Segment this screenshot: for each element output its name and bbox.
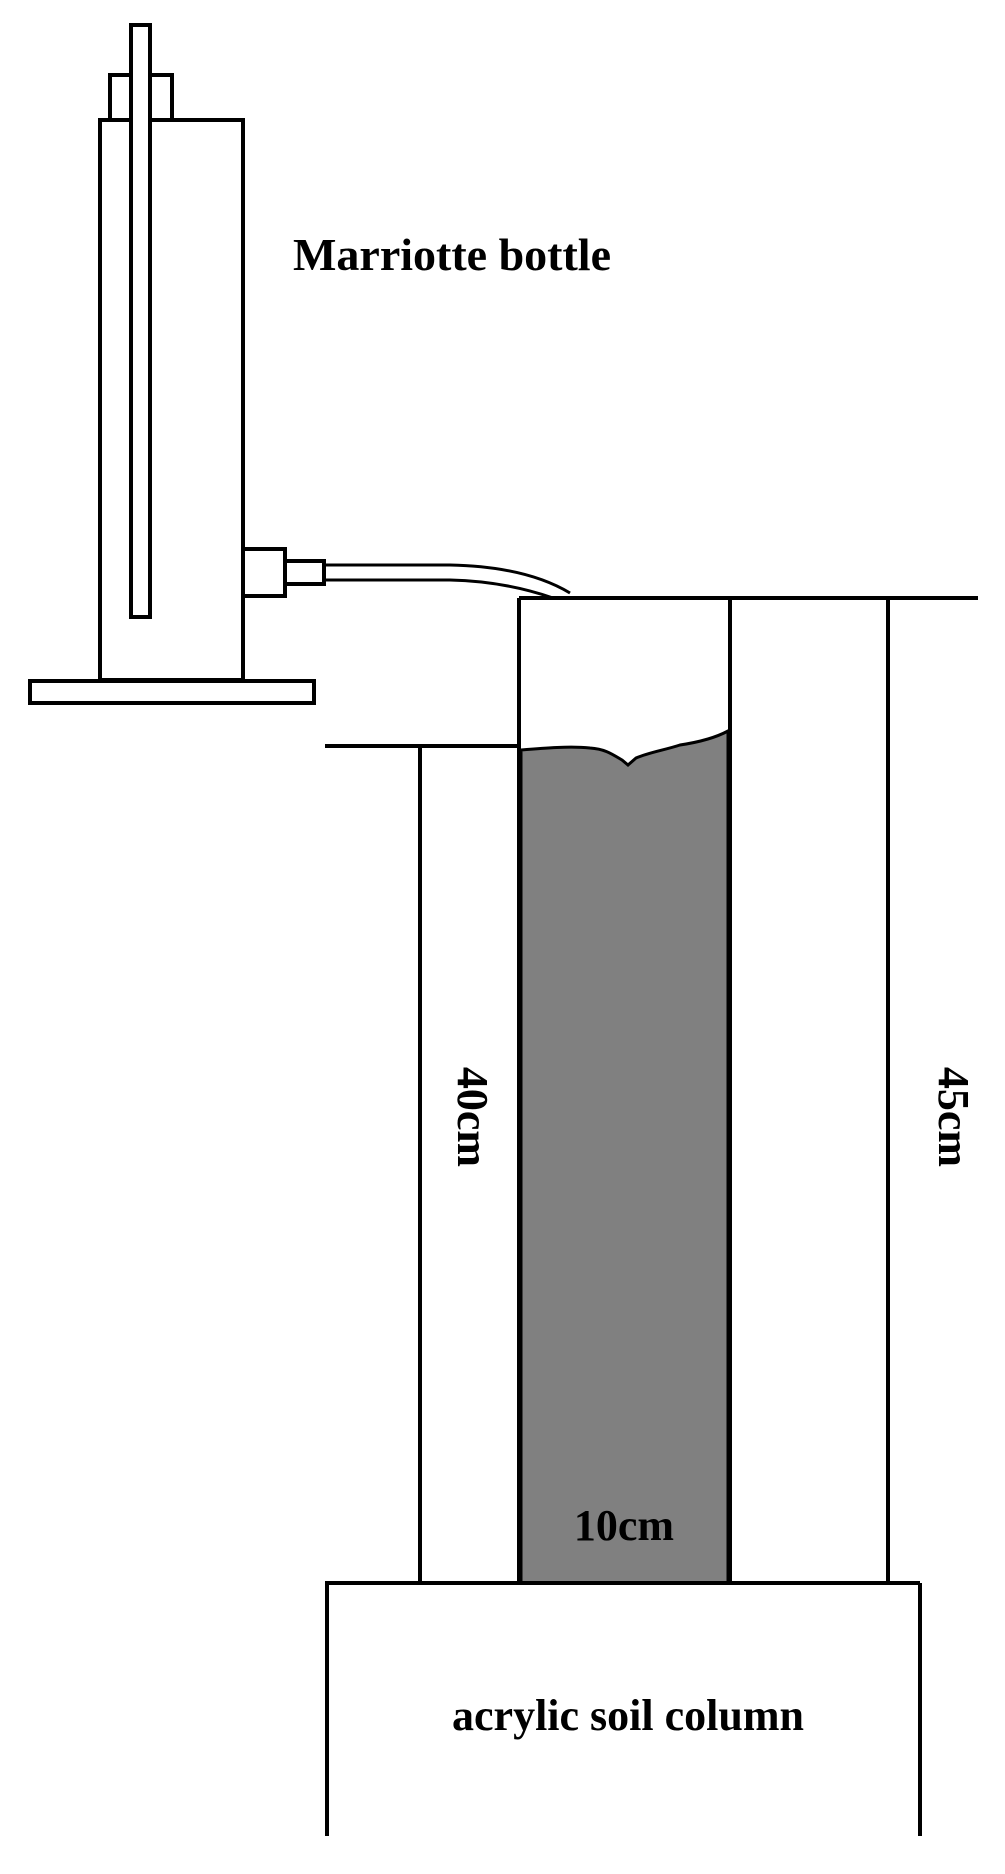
soil-fill bbox=[519, 728, 730, 1585]
base-label: acrylic soil column bbox=[452, 1691, 804, 1740]
base-box bbox=[325, 1581, 922, 1836]
bottle-base-plate bbox=[28, 679, 316, 705]
bottle-label: Marriotte bottle bbox=[293, 229, 611, 280]
supply-tube bbox=[324, 563, 571, 600]
bottle-outlet-nozzle bbox=[283, 559, 326, 586]
bottle-outlet-valve bbox=[241, 547, 287, 598]
marriotte-bottle bbox=[28, 23, 326, 705]
diameter-label: 10cm bbox=[574, 1501, 674, 1550]
bottle-air-tube bbox=[129, 23, 152, 619]
outer-height-label: 45cm bbox=[929, 1067, 978, 1167]
bottle-body bbox=[98, 118, 245, 682]
inner-height-label: 40cm bbox=[448, 1067, 497, 1167]
